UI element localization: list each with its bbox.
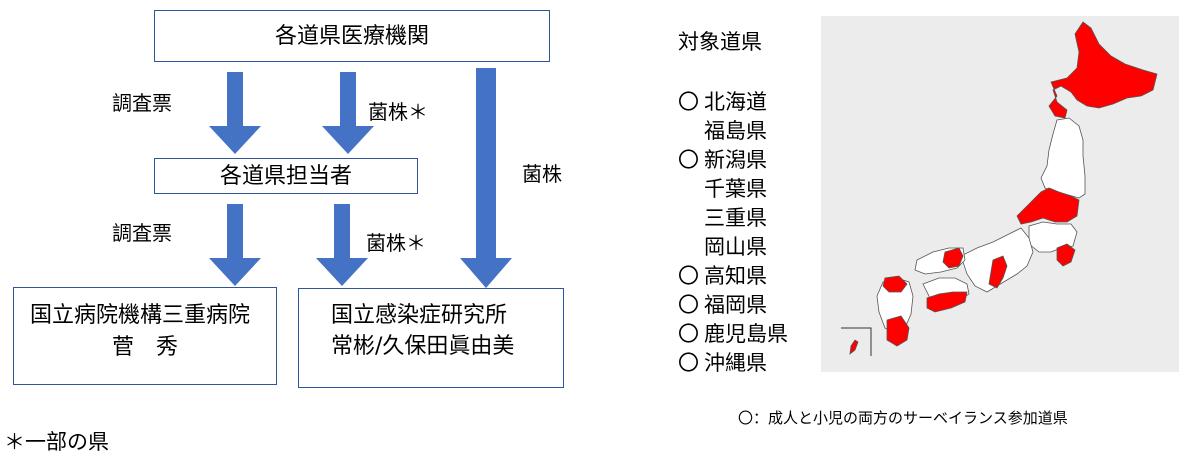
prefecture-item: 三重県 [678,204,788,233]
prefecture-item: 千葉県 [678,175,788,204]
prefecture-item: 〇高知県 [678,262,788,291]
prefecture-list: 〇北海道 福島県 〇新潟県 千葉県 三重県 岡山県 〇高知県 〇福岡県 〇鹿児島… [678,88,788,378]
arrow-shape [322,72,374,154]
bottom-left-line2: 菅 秀 [112,335,179,360]
prefecture-name: 福島県 [704,119,767,143]
mid-box-prefecture-officers: 各道県担当者 [154,158,418,194]
map-region-hokkaido [1048,21,1158,119]
participation-mark: 〇 [678,351,699,375]
map-region-kochi [926,291,968,313]
arrow-mid-to-niid-strain [314,204,370,288]
map-caption: 〇：成人と小児の両方のサーベイランス参加道県 [738,409,1068,427]
bottom-right-line1: 国立感染症研究所 [331,303,508,328]
arrow-mid-to-mie-survey [207,204,263,288]
label-strain-bottom: 菌株＊ [366,231,426,255]
top-box-medical-institutions: 各道県医療機関 [154,10,550,62]
prefecture-item: 〇北海道 [678,88,788,117]
participation-mark: 〇 [678,264,699,288]
map-region-mie [988,255,1008,289]
arrow-top-to-niid-strain-direct [458,68,514,290]
bottom-left-box-mie-hospital: 国立病院機構三重病院 菅 秀 [13,287,277,385]
map-region-okinawa [849,339,859,355]
arrow-top-to-mid-strain [320,72,376,156]
japan-map-svg [841,21,1158,356]
label-strain-top: 菌株＊ [368,100,428,124]
participation-mark: 〇 [678,293,699,317]
prefecture-item: 岡山県 [678,233,788,262]
map-region-fukuoka [882,275,908,293]
prefecture-item: 〇鹿児島県 [678,320,788,349]
footnote-some-prefectures: ＊一部の県 [4,430,109,454]
prefecture-name: 三重県 [704,206,767,230]
label-survey-top: 調査票 [112,91,172,115]
arrow-shape [209,204,261,286]
participation-mark: 〇 [678,148,699,172]
prefecture-item: 〇新潟県 [678,146,788,175]
map-region-niigata-fukushima [1016,187,1080,225]
mid-box-label: 各道県担当者 [219,164,352,189]
participation-mark: 〇 [678,90,699,114]
prefecture-name: 鹿児島県 [704,322,788,346]
prefecture-item: 〇沖縄県 [678,349,788,378]
map-region-okayama [942,247,964,269]
bottom-right-line2: 常彬/久保田眞由美 [331,334,515,359]
arrow-top-to-mid-survey [207,72,263,156]
legend-title: 対象道県 [678,30,762,54]
label-strain-direct: 菌株 [522,162,562,186]
prefecture-name: 北海道 [704,90,767,114]
bottom-left-line1: 国立病院機構三重病院 [30,303,251,328]
prefecture-name: 岡山県 [704,235,767,259]
map-region-chiba [1056,243,1076,267]
map-region-kagoshima [886,315,910,347]
prefecture-name: 千葉県 [704,177,767,201]
bottom-right-box-niid: 国立感染症研究所 常彬/久保田眞由美 [298,288,564,388]
arrow-shape [316,204,368,286]
prefecture-name: 高知県 [704,264,767,288]
prefecture-name: 沖縄県 [704,351,767,375]
prefecture-name: 福岡県 [704,293,767,317]
map-region-tohoku [1040,117,1086,199]
okinawa-inset-frame [841,327,872,356]
arrow-shape [209,72,261,154]
arrow-shape [460,68,512,288]
prefecture-item: 〇福岡県 [678,291,788,320]
japan-map [821,16,1179,372]
prefecture-item: 福島県 [678,117,788,146]
participation-mark: 〇 [678,322,699,346]
top-box-label: 各道県医療機関 [274,24,429,49]
label-survey-bottom: 調査票 [112,221,172,245]
prefecture-name: 新潟県 [704,148,767,172]
